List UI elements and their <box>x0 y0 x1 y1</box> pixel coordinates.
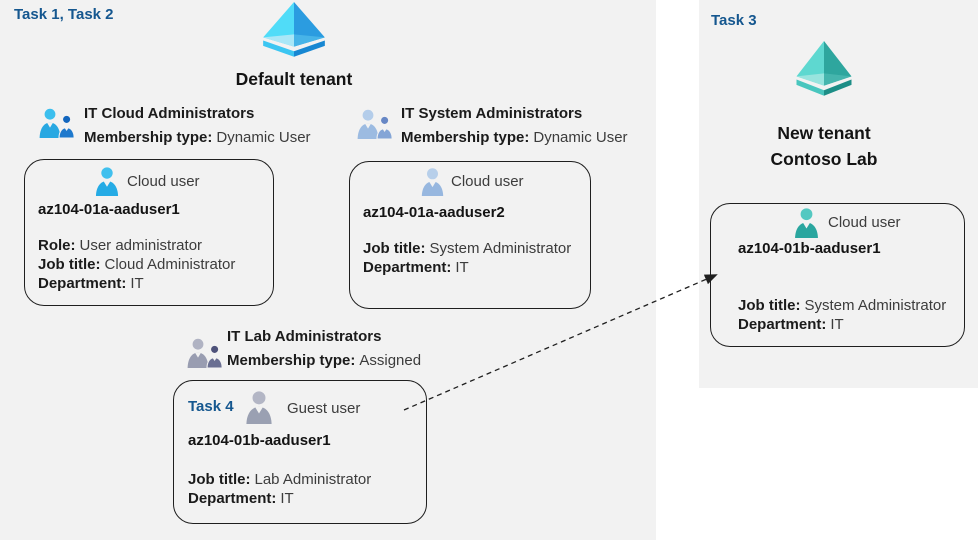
field-label: Job title: <box>738 297 801 314</box>
membership-type-label: Membership type: <box>227 352 356 369</box>
group-name-system-admins: IT System Administrators <box>401 105 583 122</box>
guest-user-icon <box>244 391 274 424</box>
username: az104-01b-aaduser1 <box>188 432 331 449</box>
new-tenant-title-line1: New tenant <box>777 123 871 143</box>
membership-type-label: Membership type: <box>401 129 530 146</box>
field-label: Department: <box>188 490 277 507</box>
user-type-label: Cloud user <box>127 173 200 190</box>
field-label: Role: <box>38 237 76 254</box>
field-label: Department: <box>38 275 127 292</box>
field-value: IT <box>130 275 144 292</box>
new-tenant-title-line2: Contoso Lab <box>770 149 878 169</box>
group-icon-cloud-admins <box>38 108 76 138</box>
membership-type-value: Dynamic User <box>533 129 628 146</box>
user-type-label: Guest user <box>287 400 361 417</box>
cloud-user-icon <box>420 168 445 196</box>
field-value: Lab Administrator <box>254 471 372 488</box>
user-card-aaduser1: Cloud user az104-01a-aaduser1 Role:User … <box>24 159 274 306</box>
username: az104-01a-aaduser2 <box>363 204 505 221</box>
group-icon-lab-admins <box>186 338 224 368</box>
field-department: Department:IT <box>738 316 844 334</box>
field-job-title: Job title:Cloud Administrator <box>38 256 235 274</box>
group-name-lab-admins: IT Lab Administrators <box>227 328 382 345</box>
task-4-label: Task 4 <box>188 398 234 415</box>
field-value: System Administrator <box>429 240 572 257</box>
group-icon-system-admins <box>356 109 394 139</box>
field-value: IT <box>830 316 844 333</box>
membership-type-value: Assigned <box>359 352 422 369</box>
field-job-title: Job title:Lab Administrator <box>188 471 371 489</box>
field-value: IT <box>280 490 294 507</box>
guest-user-card: Task 4 Guest user az104-01b-aaduser1 Job… <box>173 380 427 524</box>
user-type-label: Cloud user <box>451 173 524 190</box>
field-role: Role:User administrator <box>38 237 202 255</box>
default-tenant-panel <box>0 0 656 540</box>
username: az104-01a-aaduser1 <box>38 201 180 218</box>
group-membership-system-admins: Membership type:Dynamic User <box>401 129 628 147</box>
cloud-user-icon <box>793 208 820 238</box>
default-tenant-icon <box>257 2 331 59</box>
task-3-label: Task 3 <box>711 12 757 29</box>
group-membership-lab-admins: Membership type:Assigned <box>227 352 421 370</box>
field-label: Department: <box>738 316 827 333</box>
field-label: Job title: <box>38 256 101 273</box>
membership-type-value: Dynamic User <box>216 129 311 146</box>
field-value: User administrator <box>79 237 203 254</box>
task-1-2-label: Task 1, Task 2 <box>14 6 114 23</box>
field-department: Department:IT <box>363 259 469 277</box>
membership-type-label: Membership type: <box>84 129 213 146</box>
field-label: Job title: <box>188 471 251 488</box>
default-tenant-title: Default tenant <box>235 69 353 89</box>
field-value: System Administrator <box>804 297 947 314</box>
field-value: IT <box>455 259 469 276</box>
field-label: Department: <box>363 259 452 276</box>
user-card-aaduser2: Cloud user az104-01a-aaduser2 Job title:… <box>349 161 591 309</box>
username: az104-01b-aaduser1 <box>738 240 881 257</box>
group-membership-cloud-admins: Membership type:Dynamic User <box>84 129 311 147</box>
field-department: Department:IT <box>38 275 144 293</box>
field-department: Department:IT <box>188 490 294 508</box>
new-tenant-user-card: Cloud user az104-01b-aaduser1 Job title:… <box>710 203 965 347</box>
field-label: Job title: <box>363 240 426 257</box>
cloud-user-icon <box>94 167 120 196</box>
field-value: Cloud Administrator <box>104 256 236 273</box>
group-name-cloud-admins: IT Cloud Administrators <box>84 105 255 122</box>
user-type-label: Cloud user <box>828 214 901 231</box>
field-job-title: Job title:System Administrator <box>738 297 946 315</box>
field-job-title: Job title:System Administrator <box>363 240 571 258</box>
new-tenant-icon <box>791 41 857 98</box>
